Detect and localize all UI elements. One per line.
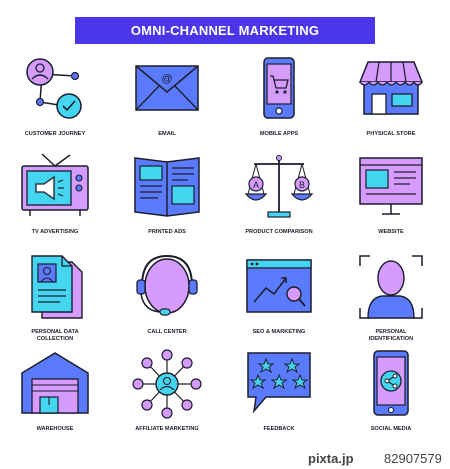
icon-label: TV ADVERTISING (31, 229, 79, 235)
svg-text:@: @ (161, 73, 172, 85)
icon-label: PERSONAL DATA COLLECTION (31, 329, 79, 342)
feedback-icon (247, 352, 311, 414)
icon-label: WEBSITE (378, 229, 404, 235)
printed-ads-icon (134, 157, 200, 217)
icon-tile-personal-identification: PERSONAL IDENTIFICATION (336, 246, 446, 344)
icon-tile-customer-journey: CUSTOMER JOURNEY (0, 48, 110, 146)
physical-store-icon (358, 61, 424, 115)
affiliate-marketing-icon (132, 349, 202, 419)
icon-tile-affiliate-marketing: AFFILIATE MARKETING (112, 343, 222, 441)
icon-label: SOCIAL MEDIA (370, 426, 412, 432)
icon-label: PRODUCT COMPARISON (245, 229, 313, 235)
footer-bar (0, 446, 450, 469)
icon-label: WAREHOUSE (36, 426, 74, 432)
icon-tile-warehouse: WAREHOUSE (0, 343, 110, 441)
icon-tile-call-center: CALL CENTER (112, 246, 222, 344)
image-id: 82907579 (384, 451, 442, 466)
scale-label-b: B (299, 180, 305, 190)
icon-tile-product-comparison: A B PRODUCT COMPARISON (224, 146, 334, 244)
customer-journey-icon (26, 58, 82, 119)
icon-label: CALL CENTER (147, 329, 187, 335)
icon-label: EMAIL (158, 131, 176, 137)
icon-tile-seo-marketing: SEO & MARKETING (224, 246, 334, 344)
personal-data-collection-icon (31, 255, 83, 319)
scale-label-a: A (253, 180, 259, 190)
mobile-apps-icon (263, 57, 295, 119)
tv-advertising-icon (21, 153, 89, 216)
icon-tile-social-media: SOCIAL MEDIA (336, 343, 446, 441)
title-banner: OMNI-CHANNEL MARKETING (0, 0, 450, 44)
icon-label: PHYSICAL STORE (366, 131, 416, 137)
social-media-icon (373, 350, 409, 416)
seo-marketing-icon (246, 259, 312, 313)
icon-tile-physical-store: PHYSICAL STORE (336, 48, 446, 146)
page-title: OMNI-CHANNEL MARKETING (75, 17, 375, 44)
icon-label: PERSONAL IDENTIFICATION (368, 329, 414, 342)
icon-label: PRINTED ADS (148, 229, 186, 235)
icon-tile-printed-ads: PRINTED ADS (112, 146, 222, 244)
icon-tile-personal-data-collection: PERSONAL DATA COLLECTION (0, 246, 110, 344)
icon-label: MOBILE APPS (259, 131, 299, 137)
icon-tile-mobile-apps: MOBILE APPS (224, 48, 334, 146)
icon-label: FEEDBACK (263, 426, 295, 432)
product-comparison-icon: A B (244, 155, 314, 218)
email-icon: @ (135, 65, 199, 111)
warehouse-icon (21, 352, 89, 414)
icon-label: AFFILIATE MARKETING (135, 426, 199, 432)
icon-tile-website: WEBSITE (336, 146, 446, 244)
site-logo: pixta.jp (308, 451, 354, 466)
icon-label: CUSTOMER JOURNEY (24, 131, 86, 137)
website-icon (359, 157, 423, 215)
personal-identification-icon (359, 255, 423, 319)
call-center-icon (136, 254, 198, 316)
icon-tile-feedback: FEEDBACK (224, 343, 334, 441)
icon-tile-email: @ EMAIL (112, 48, 222, 146)
icon-label: SEO & MARKETING (252, 329, 306, 335)
icon-tile-tv-advertising: TV ADVERTISING (0, 146, 110, 244)
